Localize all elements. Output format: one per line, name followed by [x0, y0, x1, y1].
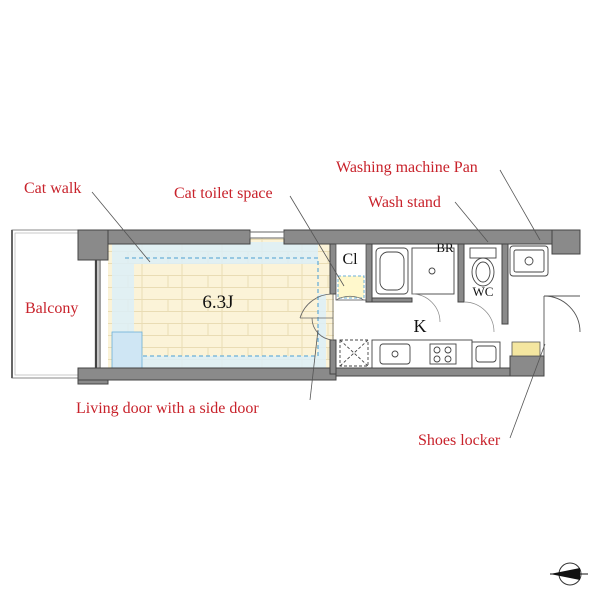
bathroom: [375, 247, 455, 323]
kitchen-counter: [339, 339, 473, 369]
washing-machine-pan: [509, 245, 549, 277]
bathroom-label: BR: [436, 240, 454, 255]
cat-toilet-callout: Cat toilet space: [174, 185, 273, 202]
closet: [335, 243, 367, 301]
wash-stand-callout: Wash stand: [368, 194, 441, 211]
living-door-callout: Living door with a side door: [76, 400, 259, 417]
toilet-label: WC: [473, 284, 494, 299]
cat-walk-shelf: [111, 242, 326, 369]
north-arrow-icon: [550, 562, 588, 586]
shoes-locker-box: [511, 341, 541, 357]
cat-walk-callout: Cat walk: [24, 180, 81, 197]
living-room-label: 6.3J: [202, 292, 233, 313]
shoes-locker-callout: Shoes locker: [418, 432, 501, 449]
washing-machine-callout: Washing machine Pan: [336, 159, 478, 176]
living-door: [299, 293, 334, 341]
entrance-door: [543, 295, 581, 356]
leader-lines: [91, 169, 546, 439]
closet-label: Cl: [342, 251, 358, 268]
kitchen-label: K: [414, 316, 427, 336]
walls: [77, 229, 581, 385]
wash-stand: [471, 341, 501, 369]
toilet: [463, 247, 497, 333]
balcony-callout: Balcony: [25, 300, 78, 317]
